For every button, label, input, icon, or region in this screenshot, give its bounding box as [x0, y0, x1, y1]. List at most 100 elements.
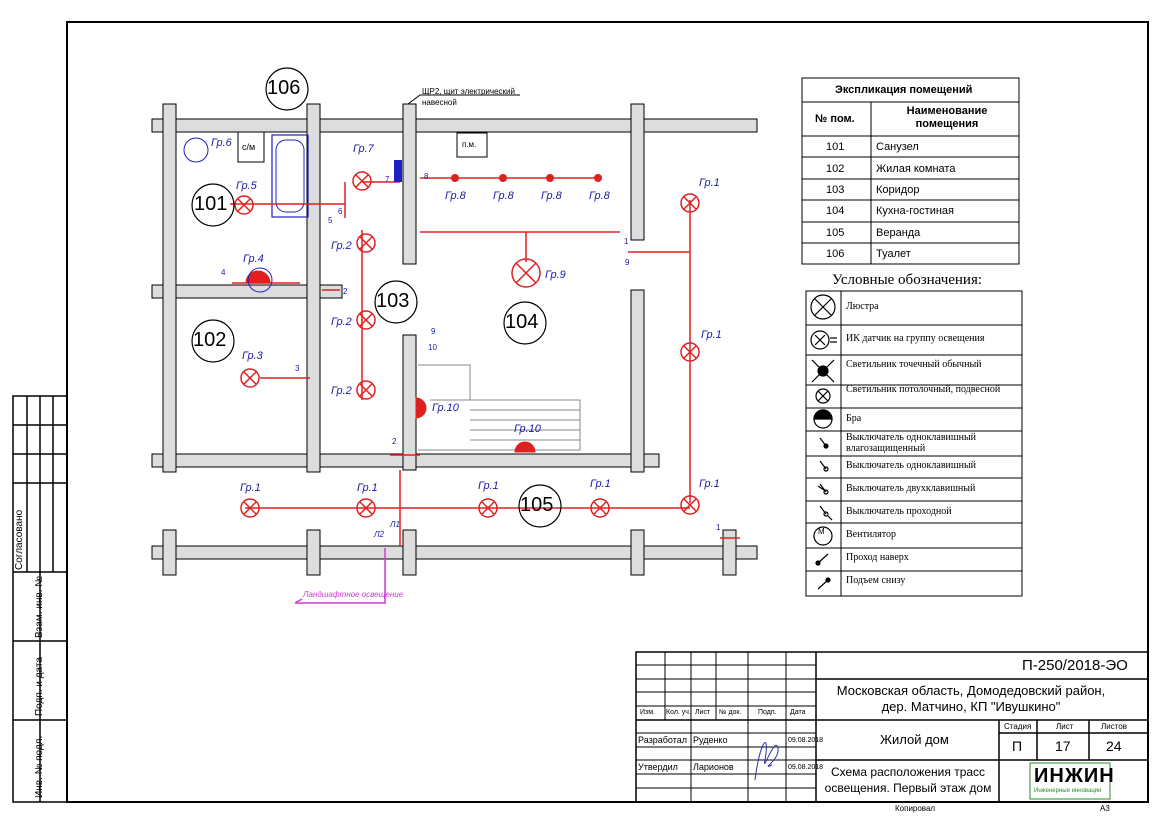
ceiling-light-icon	[240, 498, 260, 518]
group-label: Гр.2	[331, 316, 352, 328]
chandelier-icon	[810, 294, 836, 320]
group-label: Гр.10	[432, 402, 459, 414]
group-label: Гр.1	[701, 329, 722, 341]
title-block-frame	[635, 651, 1149, 803]
pm-label: п.м.	[462, 140, 477, 149]
circuit-mark: 9	[431, 327, 436, 336]
room-102: 102	[193, 329, 227, 351]
sconce-icon	[245, 270, 271, 284]
legend-item-label: Вентилятор	[846, 529, 897, 540]
legend-item-label: Выключатель одноклавишный влагозащищенны…	[846, 432, 977, 454]
side-replace-inv: Взам. инв. №	[34, 576, 45, 638]
title-block-header: № док.	[719, 709, 742, 716]
circuit-mark: 10	[428, 343, 437, 352]
spot-lights	[451, 174, 602, 182]
legend-item-label: Светильник потолочный, подвесной	[846, 384, 1001, 395]
explication-row-num: 102	[826, 163, 845, 175]
ceiling-light-icon	[478, 498, 498, 518]
approved-label: Утвердил	[638, 762, 678, 772]
group-label: Гр.6	[211, 137, 232, 149]
side-stamp-frame	[12, 395, 68, 803]
sheet-title: Схема расположения трасс освещения. Перв…	[824, 765, 992, 795]
ceiling-light-icon	[590, 498, 610, 518]
approved-name: Ларионов	[693, 762, 734, 772]
explication-row-name: Веранда	[876, 227, 921, 239]
light-fixtures	[234, 171, 700, 518]
ceiling-light-icon	[680, 342, 700, 362]
sm-label: с/м	[242, 142, 256, 152]
title-block-header: Подп.	[758, 709, 777, 716]
room-106: 106	[267, 77, 301, 99]
ceiling-light-icon	[240, 368, 260, 388]
explication-title: Экспликация помещений	[835, 84, 973, 96]
ceiling-light-icon	[680, 495, 700, 515]
legend-item-label: Бра	[846, 413, 862, 424]
group-label: Гр.3	[242, 350, 263, 362]
landscape-note: Ландшафтное освещение	[303, 590, 404, 599]
circuit-mark: 1	[624, 237, 629, 246]
room-103: 103	[376, 290, 410, 312]
group-label: Гр.2	[331, 385, 352, 397]
legend-item-label: Выключатель одноклавишный	[846, 460, 977, 471]
developed-date: 09.08.2018	[788, 737, 824, 744]
title-block-header: Дата	[790, 709, 806, 716]
legend-frame	[805, 290, 1023, 597]
legend-item-label: Подъем снизу	[846, 575, 906, 586]
explication-row-num: 103	[826, 184, 845, 196]
ceiling-light-icon	[356, 498, 376, 518]
stage-value: П	[1012, 738, 1023, 754]
explication-row-name: Кухна-гостиная	[876, 205, 954, 217]
group-label: Гр.4	[243, 253, 264, 265]
title-block-header: Изм.	[640, 709, 655, 716]
explication-row-num: 104	[826, 205, 845, 217]
ceiling-light-icon	[815, 388, 831, 404]
ceiling-light-icon	[356, 380, 376, 400]
group-label: Гр.8	[445, 190, 466, 202]
explication-col-name: Наименование помещения	[906, 105, 988, 130]
sconce-icon	[813, 409, 833, 429]
company-logo: ИНЖИН	[1034, 765, 1115, 787]
circuit-mark: 2	[392, 437, 397, 446]
legend-title: Условные обозначения:	[832, 272, 983, 288]
explication-row-num: 105	[826, 227, 845, 239]
group-label: Гр.1	[699, 177, 720, 189]
group-label: Гр.7	[353, 143, 374, 155]
legend-item-label: Люстра	[846, 301, 879, 312]
circuit-mark: 1	[716, 523, 721, 532]
group-label: Гр.10	[514, 423, 541, 435]
group-label: Гр.8	[589, 190, 610, 202]
side-sign-date: Подп. и дата	[34, 657, 45, 716]
sheet-label: Лист	[1056, 722, 1074, 731]
rise-from-below-icon	[817, 577, 831, 590]
stage-label: Стадия	[1004, 722, 1032, 731]
group-label: Гр.8	[493, 190, 514, 202]
switch-waterproof-icon	[819, 437, 829, 449]
legend-item-label: Проход наверх	[846, 552, 909, 563]
legend-item-label: Выключатель проходной	[846, 506, 952, 517]
circuit-mark: 7	[385, 175, 390, 184]
chandelier-icon	[511, 258, 541, 288]
explication-frame	[801, 77, 1020, 265]
legend-item-label: Выключатель двухклавишный	[846, 483, 976, 494]
switch-pass-icon	[819, 505, 833, 521]
group-label: Гр.1	[357, 482, 378, 494]
group-label: Гр.1	[699, 478, 720, 490]
switchboard-note: ЩР2, щит электрический навесной	[422, 87, 515, 107]
developed-label: Разработал	[638, 735, 687, 745]
fan-icon: M	[813, 526, 833, 546]
explication-row-name: Коридор	[876, 184, 920, 196]
switch-single-icon	[819, 460, 829, 472]
room-105: 105	[520, 494, 554, 516]
pass-up-icon	[815, 553, 829, 566]
circuit-mark: 6	[338, 207, 343, 216]
legend-item-label: Светильник точечный обычный	[846, 359, 982, 370]
approved-date: 09.08.2018	[788, 764, 824, 771]
circuit-mark: 3	[295, 364, 300, 373]
circuit-mark: 5	[328, 216, 333, 225]
spot-light-icon	[811, 359, 835, 383]
group-label: Гр.5	[236, 180, 257, 192]
spot-light-icon	[594, 174, 602, 182]
side-agreed: Согласовано	[14, 509, 25, 570]
